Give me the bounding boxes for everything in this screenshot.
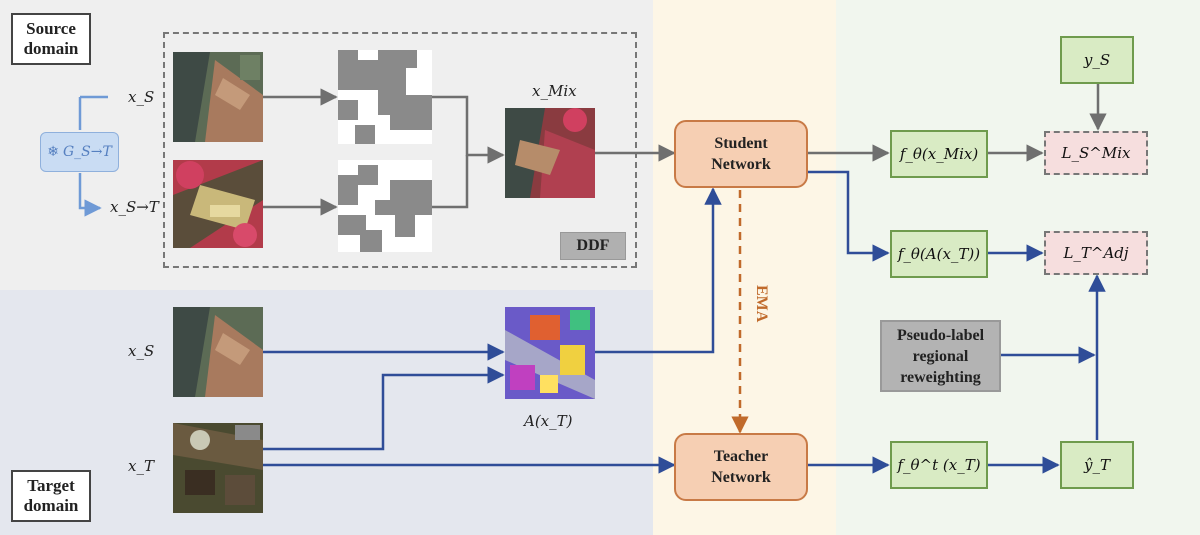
target-image-xs <box>173 307 263 397</box>
x-s-top-label: x_S <box>128 88 155 106</box>
pseudo-label-reweighting: Pseudo-label regional reweighting <box>880 320 1001 392</box>
reweight-line1: Pseudo-label <box>896 326 985 344</box>
generator-box: ❄ G_S→T <box>40 132 119 172</box>
source-domain-label: Source domain <box>11 13 91 65</box>
ddf-label: DDF <box>560 232 626 260</box>
f-adj-box: f_θ(A(x_T)) <box>890 230 988 278</box>
x-s-to-t-label: x_S→T <box>110 198 159 216</box>
snowflake-icon: ❄ <box>47 144 59 160</box>
generator-label: G_S→T <box>62 144 112 160</box>
loss-mix-box: L_S^Mix <box>1044 131 1148 175</box>
teacher-line1: Teacher <box>713 448 769 465</box>
source-image-translated <box>173 160 263 248</box>
reweight-line2: regional <box>912 347 969 365</box>
f-mix-box: f_θ(x_Mix) <box>890 130 988 178</box>
mask-top <box>338 50 432 144</box>
y-hat-box: ŷ_T <box>1060 441 1134 489</box>
x-s-bottom-label: x_S <box>128 342 155 360</box>
ema-label: EMA <box>753 285 770 323</box>
augmented-image <box>505 307 595 399</box>
x-t-label: x_T <box>128 457 154 475</box>
a-xt-label: A(x_T) <box>524 412 573 430</box>
source-image-top <box>173 52 263 142</box>
student-line1: Student <box>714 135 768 152</box>
target-domain-label: Target domain <box>11 470 91 522</box>
generator-connector <box>78 95 108 217</box>
y-s-box: y_S <box>1060 36 1134 84</box>
teacher-network: Teacher Network <box>674 433 808 501</box>
teacher-line2: Network <box>711 469 771 486</box>
source-label-line1: Source <box>26 19 76 38</box>
x-mix-label: x_Mix <box>532 82 577 100</box>
mixed-image <box>505 108 595 198</box>
reweight-line3: reweighting <box>900 368 981 386</box>
target-image-xt <box>173 423 263 513</box>
f-teacher-box: f_θ^t (x_T) <box>890 441 988 489</box>
target-label-line1: Target <box>27 476 75 495</box>
student-line2: Network <box>711 156 771 173</box>
ddf-frame <box>163 32 637 268</box>
target-label-line2: domain <box>23 496 79 515</box>
loss-adj-box: L_T^Adj <box>1044 231 1148 275</box>
mask-bottom <box>338 160 432 252</box>
source-label-line2: domain <box>23 39 79 58</box>
student-network: Student Network <box>674 120 808 188</box>
